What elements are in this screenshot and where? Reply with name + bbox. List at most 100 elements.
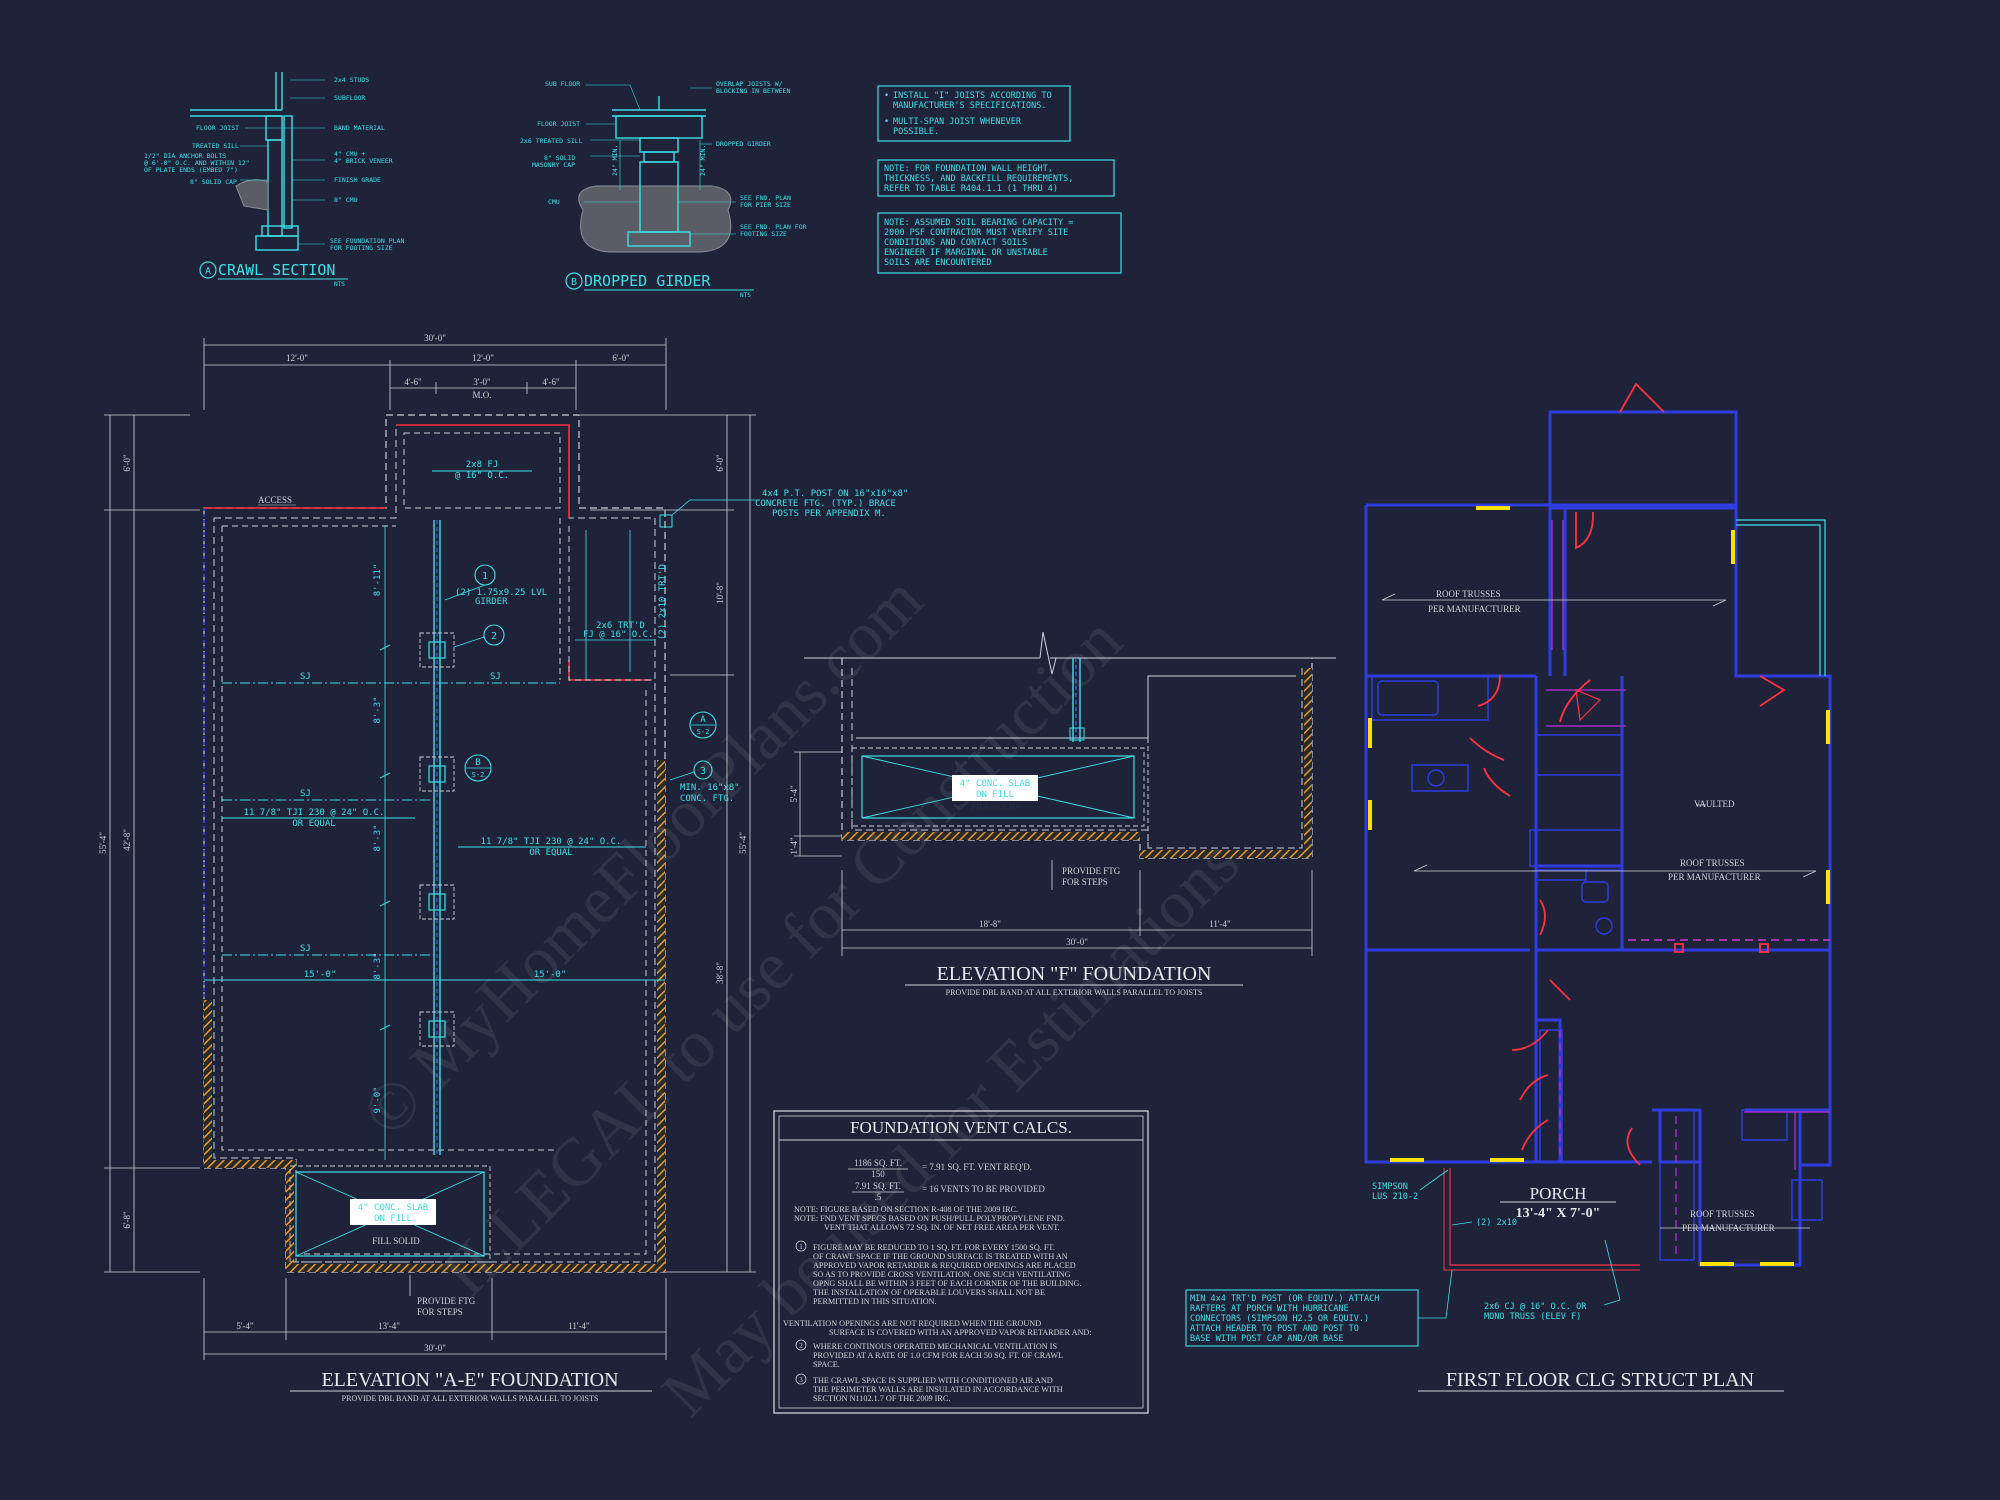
roof-trusses-1-line-1: ROOF TRUSSES: [1436, 589, 1501, 599]
f-steps-line-1: PROVIDE FTG: [1062, 866, 1121, 876]
vent-note-line-2: NOTE: FND VENT SPECS BASED ON PUSH/PULL …: [794, 1214, 1065, 1223]
vent-frac1-num: 1186 SQ. FT.: [854, 1158, 902, 1168]
sj-label-4: SJ: [300, 944, 311, 954]
note-wall-line-3: REFER TO TABLE R404.1.1 (1 THRU 4): [884, 184, 1058, 194]
dim-top-bay-left: 4'-6": [404, 377, 422, 387]
crawl-label-cmu-2: 8" CMU: [334, 196, 358, 204]
note-joists-line-1: INSTALL "I" JOISTS ACCORDING TO: [893, 91, 1052, 101]
post-note-line-1: 4x4 P.T. POST ON 16"x16"x8": [762, 489, 908, 499]
girder-note-line-2: GIRDER: [475, 597, 508, 607]
vent-required-line-2: SURFACE IS COVERED WITH AN APPROVED VAPO…: [829, 1328, 1092, 1337]
vent-item-2-line-1: WHERE CONTINOUS OPERATED MECHANICAL VENT…: [813, 1342, 1057, 1351]
crawl-label-anchor-2: @ 6'-0" O.C. AND WITHIN 12": [144, 159, 250, 167]
callout-2-bubble: [483, 624, 505, 646]
f-dim-bottom-2: 11'-4": [1209, 919, 1231, 929]
note-joists-bullet-2: •: [884, 117, 889, 127]
sj-label-3: SJ: [300, 789, 311, 799]
roof-trusses-3-line-2: PER MANUFACTURER: [1682, 1223, 1775, 1233]
vent-item-1-line-7: PERMITTED IN THIS SITUATION.: [813, 1297, 937, 1306]
crawl-label-sill: TREATED SILL: [192, 142, 239, 150]
fj-right-line-2: FJ @ 16" O.C.: [583, 630, 653, 640]
girder-dim-3: 8'-3": [373, 824, 383, 851]
f-slab: [861, 755, 1135, 819]
girder-label-min-right: 24" MIN.: [699, 145, 707, 176]
dropped-girder-nts: NTS: [740, 292, 751, 299]
post-note-line-3: POSTS PER APPENDIX M.: [772, 509, 886, 519]
crawl-label-fnd-2: FOR FOOTING SIZE: [330, 244, 393, 252]
note-joists-bullet-1: •: [884, 91, 889, 101]
trtd-note: (2) 2x10 TRT'D: [658, 564, 668, 640]
dim-top-middle: 12'-0": [472, 353, 494, 363]
dim-right-upper: 10'-8": [715, 582, 725, 604]
vent-note-line-3: VENT THAT ALLOWS 72 SQ. IN. OF NET FREE …: [824, 1223, 1060, 1232]
callout-1: 1: [482, 571, 488, 582]
vent-item-1-line-4: SO AS TO PROVIDE CROSS VENTILATION. ONE …: [813, 1270, 1071, 1279]
dropped-girder-bubble: [565, 272, 583, 290]
girder-note-line-1: (2) 1.75x9.25 LVL: [455, 588, 547, 598]
span-dim-right: 15'-0": [534, 970, 567, 980]
note-wall-line-1: NOTE: FOR FOUNDATION WALL HEIGHT,: [884, 164, 1053, 174]
note-soil-line-2: 2000 PSF CONTRACTOR MUST VERIFY SITE: [884, 228, 1068, 238]
vent-required-line-1: VENTILATION OPENINGS ARE NOT REQUIRED WH…: [783, 1319, 1041, 1328]
clg-plan-title: FIRST FLOOR CLG STRUCT PLAN: [1446, 1369, 1754, 1391]
vaulted-label: VAULTED: [1694, 799, 1735, 809]
ftg-note-line-2: CONC. FTG.: [680, 794, 734, 804]
plan-ae-title: ELEVATION "A-E" FOUNDATION: [321, 1369, 618, 1391]
girder-label-cap-2: MASONRY CAP: [532, 161, 575, 169]
crawl-label-cmu-1: 4" CMU +: [334, 150, 365, 158]
plan-f-subtitle: PROVIDE DBL BAND AT ALL EXTERIOR WALLS P…: [946, 988, 1203, 997]
tji-right-line-1: 11 7/8" TJI 230 @ 24" O.C.: [481, 837, 622, 847]
access-label: ACCESS: [258, 495, 292, 505]
girder-label-sill: 2x6 TREATED SILL: [520, 137, 583, 145]
vent-frac2-den: .5: [875, 1192, 882, 1202]
crawl-section-detail: 2x4 STUDS SUBFLOOR FLOOR JOIST BAND MATE…: [144, 72, 404, 288]
callout-3-bubble: [693, 760, 713, 780]
note-box-foundation-wall: [877, 159, 1115, 197]
f-dim-left-2: 1'-4": [789, 837, 799, 855]
girder-label-min-left: 24" MIN.: [611, 145, 619, 176]
girder-label-overlap-1: OVERLAP JOISTS W/: [716, 80, 783, 88]
vent-item-2-line-2: PROVIDED AT A RATE OF 1.0 CFM FOR EACH 5…: [813, 1351, 1063, 1360]
corner-post: [659, 514, 673, 528]
note-soil-line-3: CONDITIONS AND CONTACT SOILS: [884, 238, 1027, 248]
girder-dim-4: 8'-3": [373, 952, 383, 979]
crawl-label-cap: 8" SOLID CAP: [190, 178, 237, 186]
vent-note-line-1: NOTE: FIGURE BASED ON SECTION R-408 OF T…: [794, 1205, 1018, 1214]
note-soil-line-4: ENGINEER IF MARGINAL OR UNSTABLE: [884, 248, 1048, 258]
girder-label-cmu: CMU: [548, 198, 560, 206]
f-dim-left-1: 5'-4": [789, 785, 799, 803]
slab-label-bg: [350, 1199, 436, 1225]
steps-line-1: PROVIDE FTG: [417, 1296, 476, 1306]
porch-dimension: 13'-4" X 7'-0": [1516, 1206, 1601, 1221]
dim-left-bottom: 6'-8": [122, 1211, 132, 1229]
f-slab-line-2: ON FILL: [976, 790, 1014, 800]
fill-solid-label: FILL SOLID: [372, 1236, 420, 1246]
callout-b-bubble: [464, 754, 492, 782]
girder-label-footing-1: SEE FND. PLAN FOR: [740, 223, 807, 231]
dropped-girder-detail: SUB FLOOR OVERLAP JOISTS W/ BLOCKING IN …: [520, 80, 807, 299]
f-slab-label-bg: [952, 775, 1038, 801]
porch-post-line-4: ATTACH HEADER TO POST AND POST TO: [1190, 1324, 1359, 1334]
roof-trusses-2-line-1: ROOF TRUSSES: [1680, 858, 1745, 868]
steps-line-2: FOR STEPS: [417, 1307, 463, 1317]
vent-item-1-line-2: OF CRAWL SPACE IF THE GROUND SURFACE IS …: [813, 1252, 1068, 1261]
crawl-label-grade: FINISH GRADE: [334, 176, 381, 184]
dim-left-overall: 55'-4": [98, 832, 108, 854]
note-wall-line-2: THICKNESS, AND BACKFILL REQUIREMENTS,: [884, 174, 1073, 184]
callout-a-bubble: [689, 711, 717, 739]
tji-left-line-1: 11 7/8" TJI 230 @ 24" O.C.: [244, 808, 385, 818]
f-fill-solid: FILL SOLID: [971, 802, 1019, 812]
dropped-girder-title: DROPPED GIRDER: [584, 272, 711, 290]
simpson-line-1: SIMPSON: [1372, 1182, 1408, 1192]
dim-right-top: 6'-0": [715, 454, 725, 472]
dim-top-mo: M.O.: [472, 390, 491, 400]
vent-item-1-line-5: OPNG SHALL BE WITHIN 3 FEET OF EACH CORN…: [813, 1279, 1082, 1288]
callout-b-sheet: S-2: [472, 771, 485, 779]
callout-2: 2: [491, 631, 497, 642]
note-box-joists: [877, 85, 1071, 142]
girder-label-pier-2: FOR PIER SIZE: [740, 201, 791, 209]
fj-top-line-1: 2x8 FJ: [466, 460, 499, 470]
garage-room: [1548, 410, 1738, 510]
vent-item-3-line-3: SECTION N1102.1.7 OF THE 2009 IRC.: [813, 1394, 950, 1403]
